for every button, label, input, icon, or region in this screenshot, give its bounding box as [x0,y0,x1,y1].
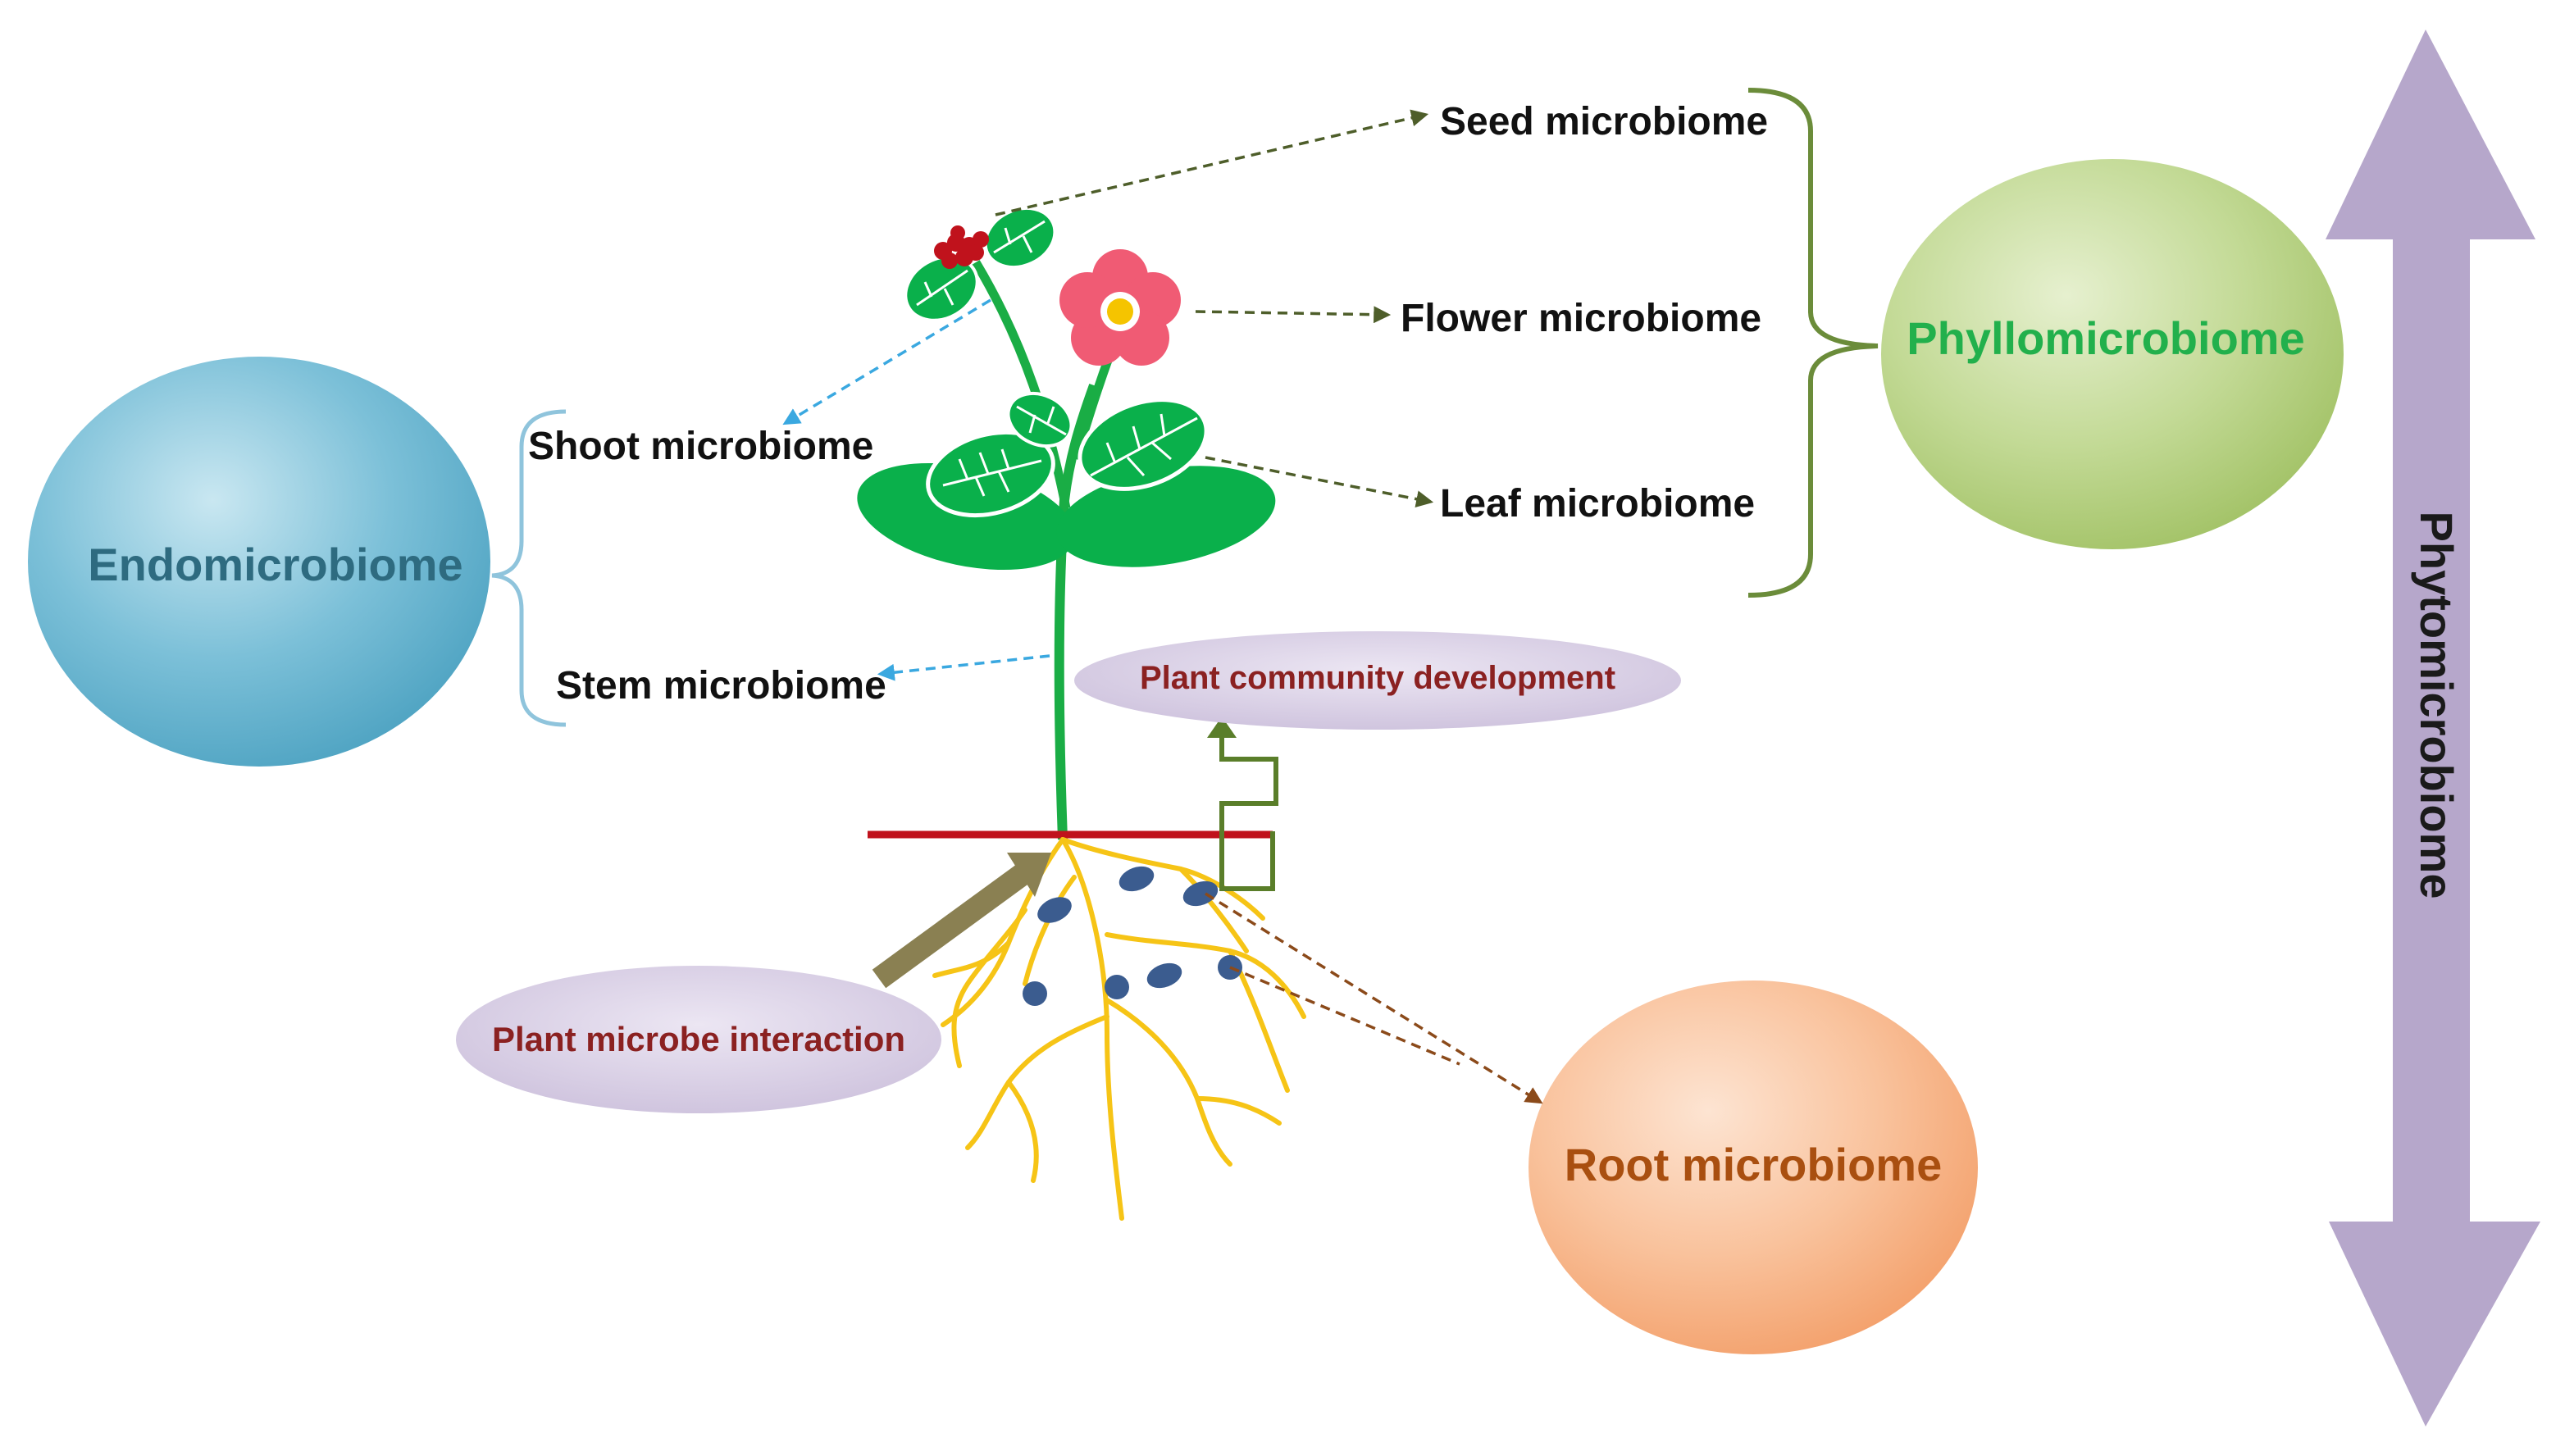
seed-microbiome-label: Seed microbiome [1440,100,1768,143]
plant-microbe-interaction-label: Plant microbe interaction [492,1020,905,1058]
microbe-icons [1023,866,1242,1006]
plant-microbe-interaction-arrow [872,853,1051,989]
connectors [782,109,1543,1104]
endo-bracket [491,409,567,727]
stem-microbiome-label: Stem microbiome [556,664,886,708]
flower-icon [1059,249,1181,366]
flower-microbiome-label: Flower microbiome [1401,297,1761,340]
plant-microbe-interaction-pill: Plant microbe interaction [456,966,941,1113]
phyllomicrobiome-node: Phyllomicrobiome [1881,159,2344,549]
phyllomicrobiome-label: Phyllomicrobiome [1907,312,2304,364]
root-microbiome-node: Root microbiome [1529,981,1978,1354]
seeds-icon [934,225,989,269]
shoot-microbiome-label: Shoot microbiome [528,425,873,468]
leaf-small [1006,391,1073,448]
plant-illustration [857,207,1306,1221]
root-system [932,837,1306,1221]
phytomicrobiome-label: Phytomicrobiome [2411,512,2462,899]
leaf-left [926,430,1055,518]
plant-community-development-label: Plant community development [1140,660,1615,696]
leaf-microbiome-label: Leaf microbiome [1440,482,1755,526]
community-development-arrow [1207,717,1278,891]
seed-leaves [904,207,1057,322]
phytomicrobiome-arrow: Phytomicrobiome [2326,30,2540,1426]
plant-community-development-pill: Plant community development [1074,631,1681,730]
leaf-right [1077,398,1209,491]
phyllo-bracket [1747,88,1879,598]
endomicrobiome-label: Endomicrobiome [88,539,462,590]
root-microbiome-label: Root microbiome [1565,1139,1942,1190]
endomicrobiome-node: Endomicrobiome [28,357,490,767]
